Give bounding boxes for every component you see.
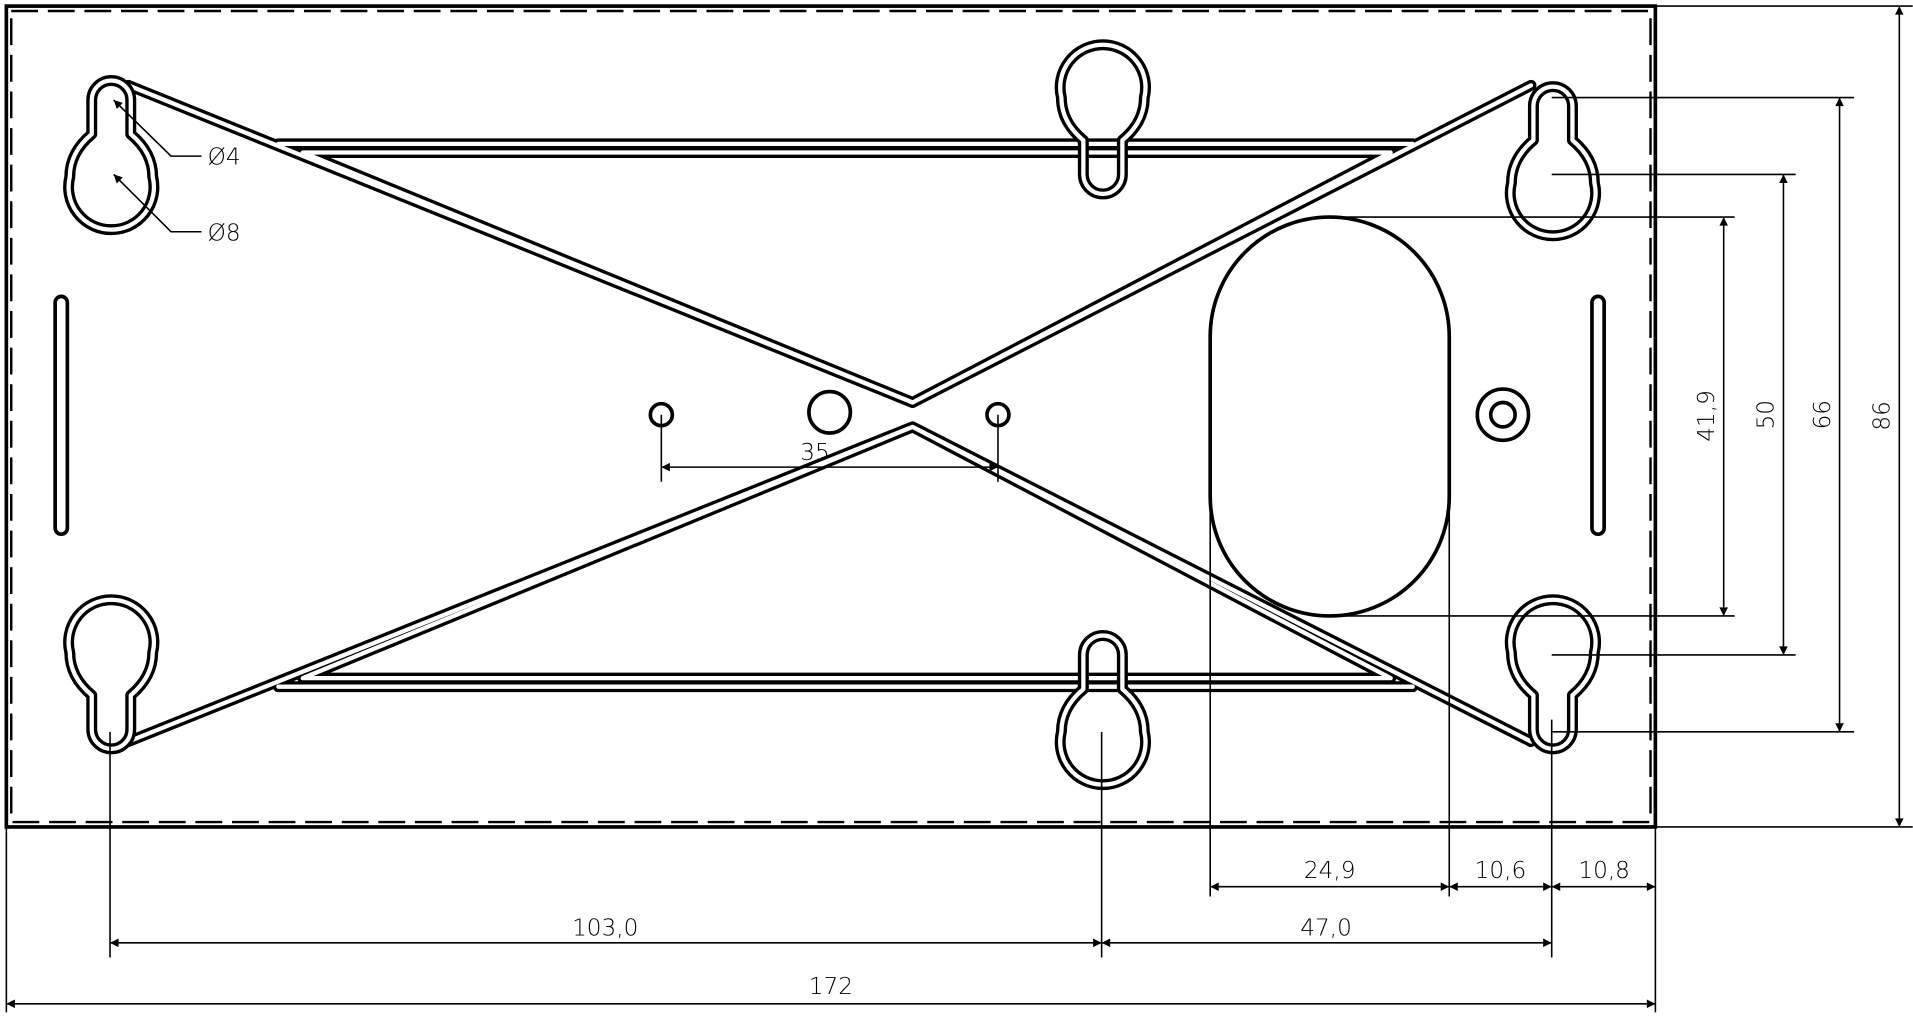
dim-103: 103,0 — [572, 915, 638, 942]
oval-cutout — [1208, 215, 1452, 618]
keyhole — [63, 75, 160, 236]
plate-outline — [4, 4, 1658, 829]
keyhole — [1054, 630, 1152, 791]
keyhole — [1504, 81, 1602, 242]
dimension-lines — [5, 5, 1913, 1013]
boss-inner — [1488, 400, 1517, 429]
keyhole — [1504, 594, 1602, 755]
keyhole — [63, 594, 160, 755]
dim-86: 86 — [1869, 401, 1896, 430]
keyhole — [1054, 39, 1152, 200]
dim-172: 172 — [809, 973, 853, 1000]
cutouts — [53, 215, 1606, 618]
dim-47: 47,0 — [1300, 915, 1352, 942]
callout-d4: Ø4 — [208, 144, 241, 171]
center-hole — [807, 389, 853, 435]
rib-structure — [122, 79, 1537, 748]
dim-10-6: 10,6 — [1475, 857, 1527, 884]
left-slot — [53, 294, 70, 537]
dim-24-9: 24,9 — [1304, 857, 1356, 884]
dim-66: 66 — [1809, 400, 1836, 429]
dimension-labels: Ø4 Ø8 35 103,0 47,0 24,9 10,6 10,8 172 4… — [208, 144, 1896, 1000]
dim-10-8: 10,8 — [1578, 857, 1630, 884]
dim-50: 50 — [1753, 400, 1780, 429]
keyholes — [63, 39, 1602, 791]
dim-35: 35 — [800, 439, 829, 466]
right-slot — [1590, 294, 1606, 537]
callout-d8: Ø8 — [208, 219, 241, 246]
dim-41-9: 41,9 — [1693, 390, 1720, 442]
